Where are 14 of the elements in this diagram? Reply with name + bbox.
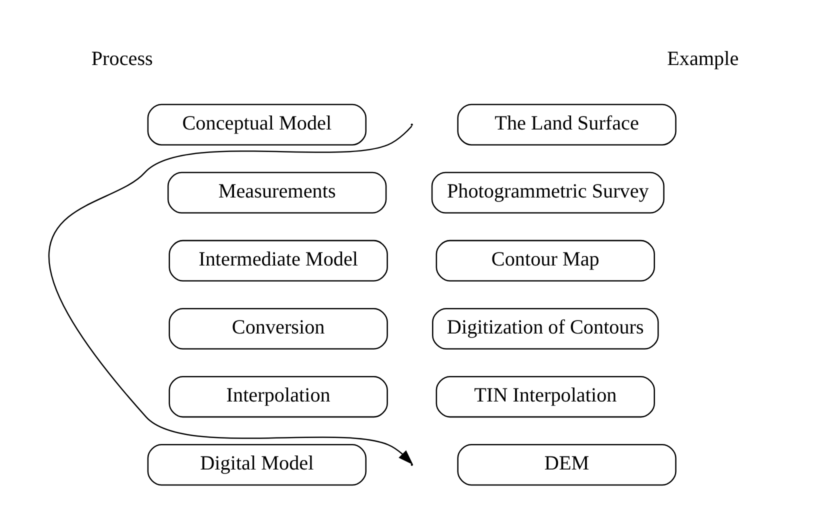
node-box: Intermediate Model [168, 239, 388, 281]
node-box: DEM [457, 444, 676, 486]
node-box: Photogrammetric Survey [431, 171, 664, 213]
node-box: Conceptual Model [147, 103, 367, 145]
node-box: Digital Model [147, 444, 367, 486]
node-box: Digitization of Contours [432, 307, 659, 350]
label: Example [667, 48, 739, 70]
node-box: Contour Map [436, 239, 655, 281]
node-box: The Land Surface [457, 103, 676, 145]
node-box: Interpolation [168, 376, 388, 418]
label: Process [91, 48, 153, 70]
node-box: Measurements [167, 171, 387, 213]
node-box: Conversion [168, 307, 388, 350]
node-box: TIN Interpolation [436, 376, 655, 418]
